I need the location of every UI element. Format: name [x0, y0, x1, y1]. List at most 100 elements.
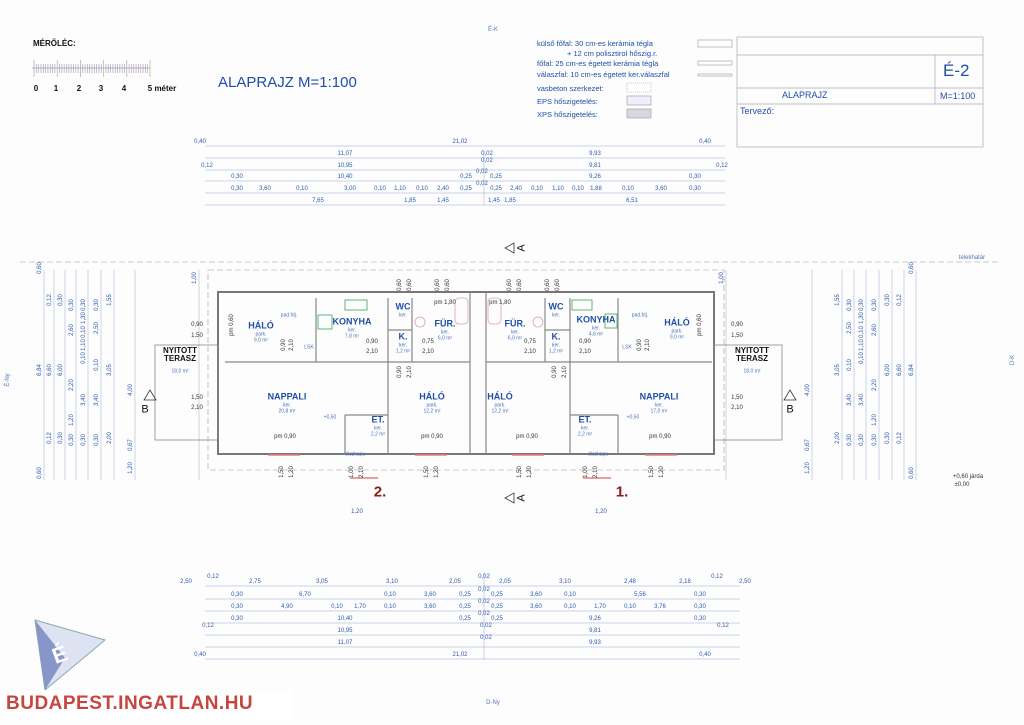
dimension-label: 3,60: [424, 604, 436, 610]
dimension-label: 0,12: [202, 623, 214, 629]
dimension-label: 0,60: [909, 262, 915, 274]
entrance-label-right: díszkapu: [587, 451, 609, 458]
dimension-label: 1,10: [81, 339, 87, 351]
scale-tick-label: 0: [33, 84, 39, 93]
window-label: pm 0,90: [649, 434, 671, 440]
opening-size-label: 0,60: [555, 279, 561, 291]
dimension-label: 0,30: [231, 174, 243, 180]
dimension-label: 0,10: [564, 592, 576, 598]
room-floor-type: ker.: [282, 402, 292, 409]
walkway-level: +0,60 járda: [952, 474, 984, 480]
room-name: KONYHA: [576, 314, 616, 325]
room-area: 9,0 m²: [669, 334, 685, 341]
dimension-label: 9,81: [589, 628, 601, 634]
watermark-text: BUDAPEST.INGATLAN.HU: [6, 693, 254, 714]
room-floor-type: park.: [494, 402, 506, 409]
terraces: [154, 344, 783, 441]
dimension-label: 21,02: [452, 139, 468, 145]
dimension-label: 5,56: [634, 592, 646, 598]
dimension-label: 2,50: [180, 579, 192, 585]
room-name: HÁLÓ: [487, 391, 513, 402]
door-size-label: 0,75: [524, 339, 536, 345]
dimension-label: 0,30: [231, 604, 243, 610]
opening-size-label: 0,60: [545, 279, 551, 291]
legend-item-label: EPS hőszigetelés:: [537, 97, 598, 106]
dimension-label: 0,30: [872, 299, 878, 311]
north-arrow-icon: [34, 619, 107, 691]
dimension-label: 1,55: [835, 294, 841, 306]
dimension-label: 6,60: [897, 364, 903, 376]
dimension-label: 2,00: [107, 432, 113, 444]
dimension-label: 0,30: [694, 604, 706, 610]
dimension-label: 2,20: [872, 379, 878, 391]
dimension-label: 0,30: [69, 434, 75, 446]
dimension-label: 0,30: [847, 434, 853, 446]
dimension-label: 6,84: [909, 364, 915, 376]
dimension-label: 0,30: [885, 294, 891, 306]
dimension-label: 2,75: [249, 579, 261, 585]
room-area: 12,2 m²: [423, 408, 441, 415]
room-name: ET.: [371, 414, 385, 425]
dimension-label: 10,40: [337, 174, 353, 180]
dimension-label: 0,25: [459, 604, 471, 610]
dimension-label: 11,07: [337, 151, 353, 157]
dimension-label: 1,88: [590, 186, 602, 192]
dimension-label: 0,12: [897, 294, 903, 306]
room-name: ET.: [578, 414, 592, 425]
dimension-label: 0,67: [128, 439, 134, 451]
room-name: NAPPALI: [639, 391, 679, 402]
dimension-label: 0,30: [69, 299, 75, 311]
dimension-label: 3,10: [559, 579, 571, 585]
dimension-label: 0,30: [94, 434, 100, 446]
dimension-label: 0,25: [491, 604, 503, 610]
dimension-label: 0,12: [716, 163, 728, 169]
door-size-label: 1,50: [731, 395, 743, 401]
dimension-label: 0,30: [231, 592, 243, 598]
scale-tick-label: 1: [53, 84, 59, 93]
dimension-label: 0,67: [805, 439, 811, 451]
legend-item-label: válaszfal: 10 cm-es égetett ker.válaszfa…: [537, 70, 670, 79]
room-name: NYITOTT TERASZ: [162, 346, 198, 363]
dimension-label: 2,05: [449, 579, 461, 585]
dimension-label: 0,02: [478, 599, 490, 605]
legend-item-label: XPS hőszigetelés:: [537, 110, 598, 119]
room-name: K.: [398, 331, 408, 342]
room-area: 20,8 m²: [278, 408, 296, 415]
dimension-label: 3,40: [859, 394, 865, 406]
opening-size-label: 1,00: [583, 466, 589, 478]
dimension-label: 2,50: [847, 322, 853, 334]
room-floor-type: ker.: [654, 402, 664, 409]
dimension-label: 0,30: [81, 434, 87, 446]
room-area: 1,2 m²: [395, 348, 411, 355]
window-label: pm 1,80: [434, 300, 456, 306]
door-size-label: 1,50: [191, 333, 203, 339]
dimension-label: 9,81: [589, 163, 601, 169]
door-size-label: 2,10: [731, 405, 743, 411]
drawing-title: ALAPRAJZ M=1:100: [218, 74, 357, 91]
dimension-label: 0,25: [459, 616, 471, 622]
section-a-top: A: [515, 244, 528, 252]
door-size-label: 0,90: [191, 322, 203, 328]
dimension-label: 0,10: [572, 186, 584, 192]
bath-fixtures: [414, 297, 544, 328]
window-label: pm 0,60: [697, 314, 703, 336]
opening-size-label: 2,10: [289, 339, 295, 351]
dimension-label: 7,65: [312, 198, 324, 204]
dimension-label: 1,45: [437, 198, 449, 204]
dimension-label: 0,30: [58, 432, 64, 444]
dimension-label: 1,20: [595, 509, 607, 515]
dimension-label: 1,20: [351, 509, 363, 515]
dimension-label: 3,60: [259, 186, 271, 192]
opening-size-label: 0,60: [397, 279, 403, 291]
dimension-label: 0,30: [58, 294, 64, 306]
kitchen-fixtures: [317, 299, 618, 330]
opening-size-label: 0,60: [507, 279, 513, 291]
title-block-drawing-name: ALAPRAJZ: [782, 90, 828, 100]
dimension-label: 0,12: [711, 574, 723, 580]
dimension-label: 0,10: [81, 326, 87, 338]
legend-item-sub: + 12 cm polisztirol hőszig.r.: [567, 49, 658, 58]
dimension-label: 0,02: [481, 158, 493, 164]
dimension-label: 9,26: [589, 616, 601, 622]
dimension-label: 0,10: [622, 186, 634, 192]
room-floor-type: ker.: [551, 312, 561, 319]
